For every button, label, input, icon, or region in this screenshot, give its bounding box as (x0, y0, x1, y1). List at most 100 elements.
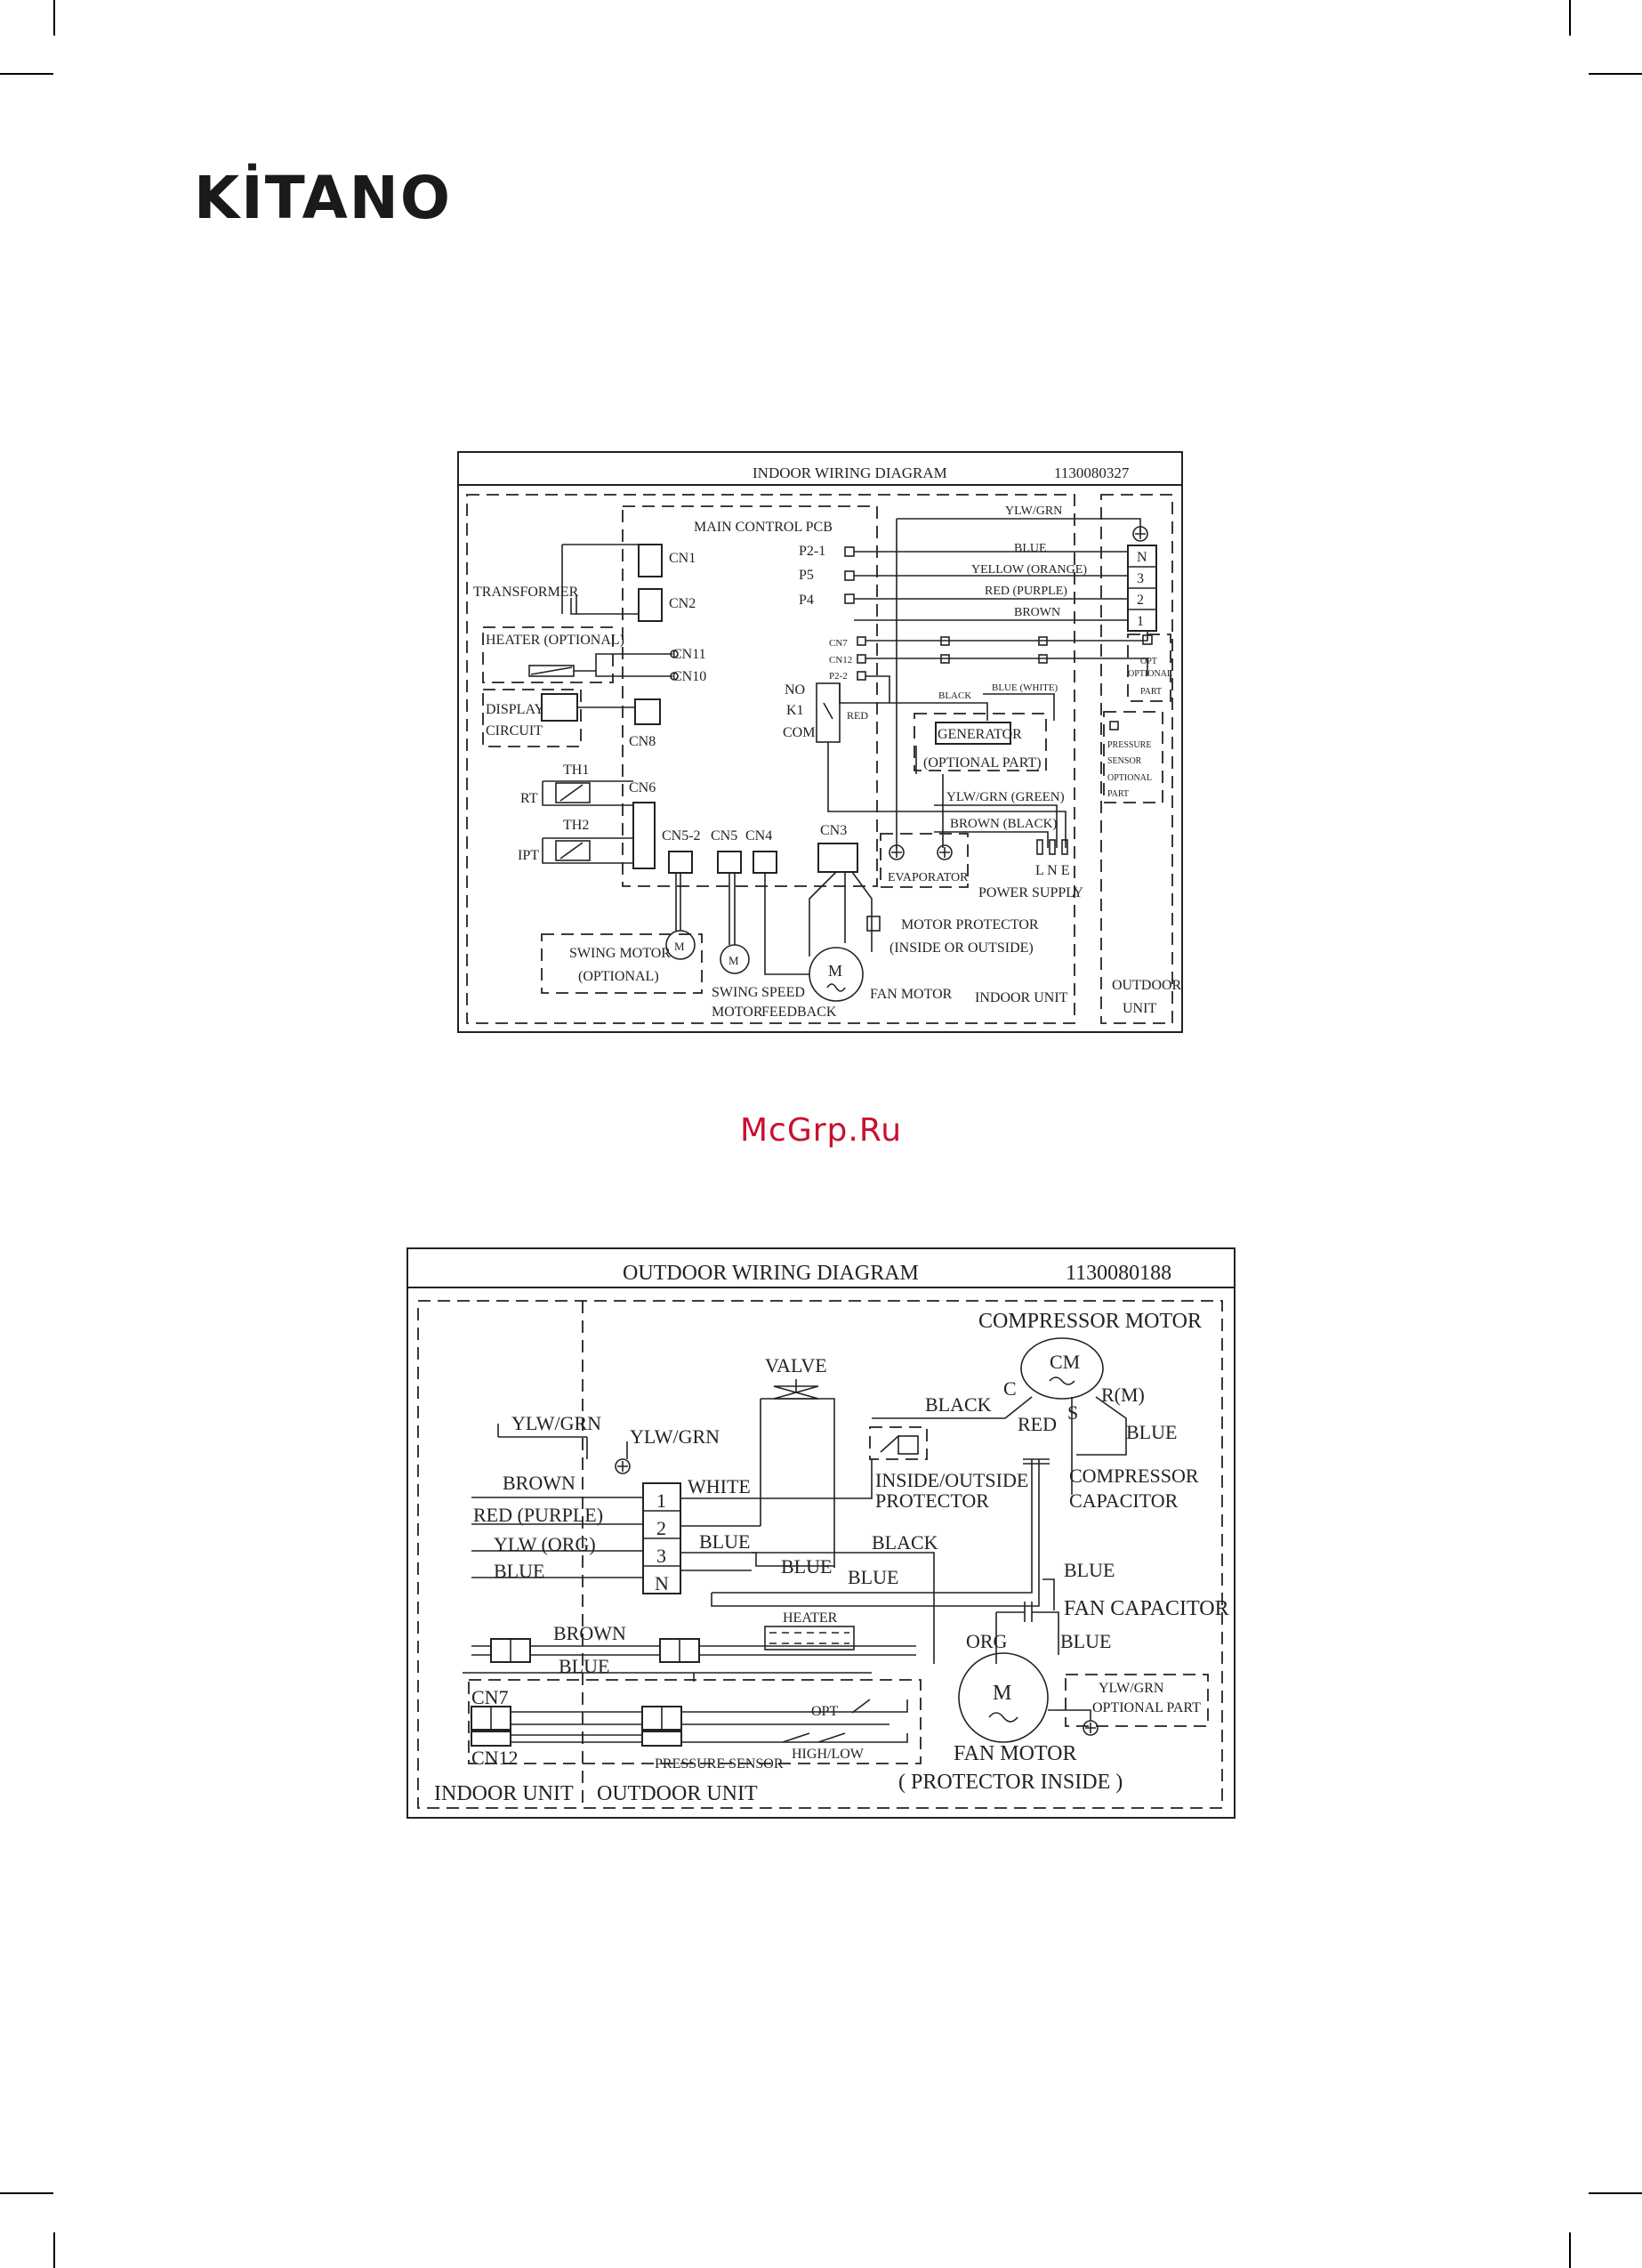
fan-capacitor-label: FAN CAPACITOR (1064, 1597, 1229, 1620)
relay-red-label: RED (847, 709, 868, 722)
compressor-rm: R(M) (1101, 1384, 1145, 1406)
wire-blue-label-3: BLUE (781, 1555, 832, 1578)
fan-motor-symbol (809, 947, 864, 1002)
wire-black-label-1: BLACK (925, 1393, 992, 1416)
outdoor-terminal-3: 3 (656, 1545, 666, 1567)
indoor-terminal-3: 3 (1137, 571, 1144, 586)
indoor-terminal-2: 2 (1137, 593, 1144, 608)
opt-part: PART (1140, 687, 1162, 697)
cn8-connector (634, 698, 661, 725)
swing-motor-label-2: MOTOR (712, 1005, 763, 1020)
indoor-unit-label: INDOOR UNIT (975, 990, 1068, 1005)
left-wire-brown: BROWN (503, 1472, 576, 1494)
p5-label: P5 (799, 568, 814, 583)
p21-label: P2-1 (799, 544, 825, 559)
pressure-sensor-label: PRESSURE SENSOR (655, 1756, 784, 1772)
swing-motor-label-1: SWING (712, 985, 759, 1000)
outdoor-code: 1130080188 (1066, 1262, 1171, 1285)
wire-red-label: RED (1018, 1413, 1057, 1435)
cn1-connector (638, 544, 663, 577)
wire-brown-black: BROWN (BLACK) (950, 817, 1057, 831)
wire-red-label: RED (PURPLE) (985, 585, 1067, 598)
compressor-motor-symbol (1020, 1337, 1104, 1400)
outdoor-fan-motor-label: FAN MOTOR (954, 1742, 1076, 1765)
left-wire-blue: BLUE (494, 1560, 544, 1582)
indoor-wiring-diagram: INDOOR WIRING DIAGRAM 1130080327 MAIN CO… (457, 451, 1183, 1033)
left-wire-red: RED (PURPLE) (473, 1504, 603, 1526)
heater-brown-label: BROWN (553, 1622, 626, 1644)
generator-optional: (OPTIONAL PART) (923, 755, 1042, 771)
outdoor-opt-label: OPT (811, 1704, 838, 1719)
cn12-label: CN12 (829, 655, 852, 666)
rt-label: RT (520, 791, 538, 806)
outdoor-fan-m: M (993, 1682, 1011, 1705)
wire-blue-label-6: BLUE (1060, 1630, 1111, 1652)
motor-protector-1: MOTOR PROTECTOR (901, 917, 1039, 932)
cn7-label: CN7 (829, 638, 848, 649)
ylwgrn-mid-label: YLW/GRN (630, 1425, 720, 1448)
crop-mark (53, 0, 55, 36)
optional-part: OPTIONAL PART (1092, 1700, 1201, 1715)
swing-motor-opt-m: M (674, 940, 685, 953)
outdoor-terminal-n: N (655, 1572, 669, 1594)
crop-mark (0, 2192, 53, 2194)
wire-blue-label-2: BLUE (699, 1530, 750, 1553)
wire-white-label: WHITE (688, 1475, 751, 1497)
valve-label: VALVE (765, 1354, 827, 1376)
outdoor-cn12: CN12 (471, 1747, 519, 1769)
transformer-label: TRANSFORMER (473, 585, 579, 600)
gen-bluewhite-label: BLUE (WHITE) (992, 682, 1058, 693)
th2-label: TH2 (563, 818, 589, 833)
outdoor-fan-motor-symbol (958, 1652, 1049, 1743)
crop-mark (1589, 73, 1642, 75)
pressure-label-3: OPTIONAL (1107, 773, 1152, 783)
indoor-terminal-1: 1 (1137, 614, 1144, 629)
outdoor-cn7: CN7 (471, 1686, 509, 1708)
outdoor-unit-label-2: UNIT (1123, 1001, 1156, 1016)
cn6-label: CN6 (629, 780, 656, 795)
high-low-label: HIGH/LOW (792, 1747, 865, 1762)
cn2-label: CN2 (669, 596, 696, 611)
swing-motor-opt-2: (OPTIONAL) (578, 969, 659, 984)
pressure-label-2: SENSOR (1107, 756, 1142, 766)
outdoor-unit-label-1: OUTDOOR (1112, 978, 1182, 993)
lne-label: L N E (1035, 863, 1070, 878)
outdoor-indoor-unit-label: INDOOR UNIT (434, 1782, 574, 1805)
wire-brown-label: BROWN (1014, 606, 1060, 619)
generator-box (935, 722, 1011, 745)
gen-black-label: BLACK (938, 690, 971, 701)
opt-optional: OPTIONAL (1128, 669, 1172, 679)
ylwgrn-left-label: YLW/GRN (511, 1412, 601, 1434)
cn8-label: CN8 (629, 734, 656, 749)
outdoor-terminal-2: 2 (656, 1517, 666, 1539)
display-label-1: DISPLAY (486, 702, 545, 717)
indoor-title: INDOOR WIRING DIAGRAM (753, 464, 947, 481)
relay-no: NO (785, 682, 805, 698)
crop-mark (1569, 0, 1571, 36)
wire-blue-label-5: BLUE (1064, 1559, 1115, 1581)
wire-ylwgrn-green: YLW/GRN (GREEN) (946, 790, 1065, 804)
fan-motor-m: M (828, 962, 842, 980)
protector-inside-label: ( PROTECTOR INSIDE ) (898, 1771, 1123, 1794)
heater-label: HEATER (783, 1610, 838, 1626)
protector-label-2: PROTECTOR (875, 1489, 989, 1512)
wire-org-label: ORG (966, 1630, 1008, 1652)
comp-capacitor-1: COMPRESSOR (1069, 1465, 1199, 1487)
p4-label: P4 (799, 593, 814, 608)
th1-label: TH1 (563, 763, 589, 778)
power-supply-label: POWER SUPPLY (978, 885, 1083, 900)
swing-motor-opt-1: SWING MOTOR (569, 946, 671, 961)
motor-protector-2: (INSIDE OR OUTSIDE) (889, 940, 1034, 956)
wire-blue-label-1: BLUE (1126, 1421, 1177, 1443)
wire-yellow-label: YELLOW (ORANGE) (971, 563, 1087, 577)
relay-com: COM (783, 725, 815, 740)
cn11-label: CN11 (672, 647, 706, 662)
compressor-s: S (1067, 1401, 1078, 1424)
pressure-label-4: PART (1107, 789, 1129, 799)
crop-mark (53, 2232, 55, 2268)
compressor-c: C (1003, 1377, 1017, 1400)
wire-blue-label: BLUE (1014, 542, 1047, 555)
evaporator-label: EVAPORATOR (888, 871, 969, 884)
cn6-connector (632, 802, 656, 869)
